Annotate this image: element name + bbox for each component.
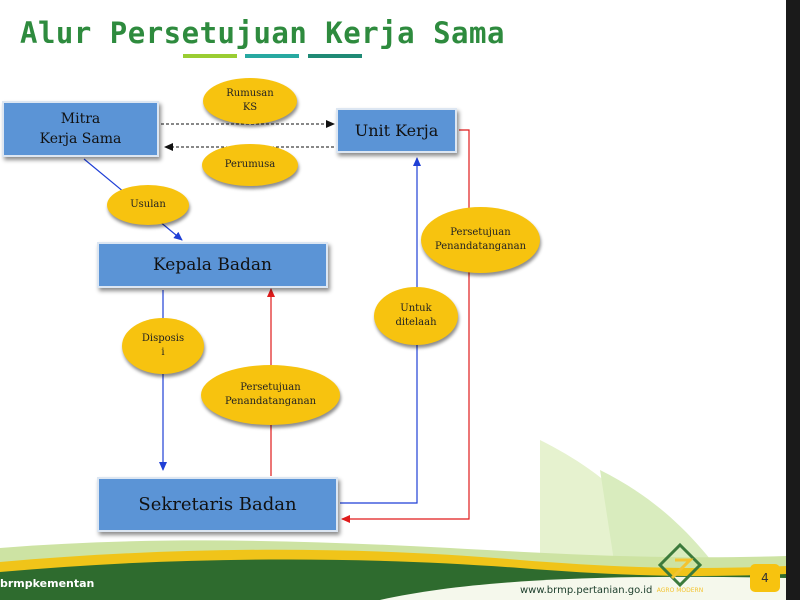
label-perumusa: Perumusa <box>202 144 298 186</box>
label-disposisi: Disposis i <box>122 318 204 374</box>
window-edge <box>786 0 800 600</box>
node-unit-kerja-label: Unit Kerja <box>354 121 439 140</box>
page-number-badge: 4 <box>750 564 780 592</box>
title-underline-green <box>183 54 237 58</box>
label-persetujuan-1-text: Persetujuan Penandatanganan <box>434 227 527 252</box>
node-mitra-kerja-sama: Mitra Kerja Sama <box>2 101 159 157</box>
slide-title: Alur Persetujuan Kerja Sama <box>20 16 505 50</box>
label-persetujuan-2-text: Persetujuan Penandatanganan <box>224 382 317 407</box>
label-untuk-ditelaah: Untuk ditelaah <box>374 287 458 345</box>
node-mitra-label: Mitra Kerja Sama <box>39 111 122 147</box>
footer-landscape <box>0 440 786 600</box>
label-disposisi-text: Disposis i <box>141 333 185 358</box>
page-number: 4 <box>761 571 769 585</box>
label-rumusan-ks-text: Rumusan KS <box>226 88 274 113</box>
node-sekretaris-badan-label: Sekretaris Badan <box>138 494 297 515</box>
node-kepala-badan: Kepala Badan <box>97 242 328 288</box>
title-underline-teal <box>245 54 299 58</box>
footer-url: www.brmp.pertanian.go.id <box>520 585 653 596</box>
label-usulan-text: Usulan <box>130 199 166 210</box>
node-unit-kerja: Unit Kerja <box>336 108 457 153</box>
label-perumusa-text: Perumusa <box>224 159 276 170</box>
node-kepala-badan-label: Kepala Badan <box>153 255 272 275</box>
agro-modern-logo <box>657 542 703 588</box>
label-persetujuan-penandatanganan-unit: Persetujuan Penandatanganan <box>421 207 540 273</box>
title-underline-dark-teal <box>308 54 362 58</box>
label-rumusan-ks: Rumusan KS <box>203 78 297 124</box>
node-sekretaris-badan: Sekretaris Badan <box>97 477 338 532</box>
logo-text: AGRO MODERN <box>656 587 704 594</box>
footer-brand: brmpkementan <box>0 577 95 590</box>
label-persetujuan-penandatanganan-kepala: Persetujuan Penandatanganan <box>201 365 340 425</box>
label-usulan: Usulan <box>107 185 189 225</box>
label-untuk-ditelaah-text: Untuk ditelaah <box>395 303 437 328</box>
